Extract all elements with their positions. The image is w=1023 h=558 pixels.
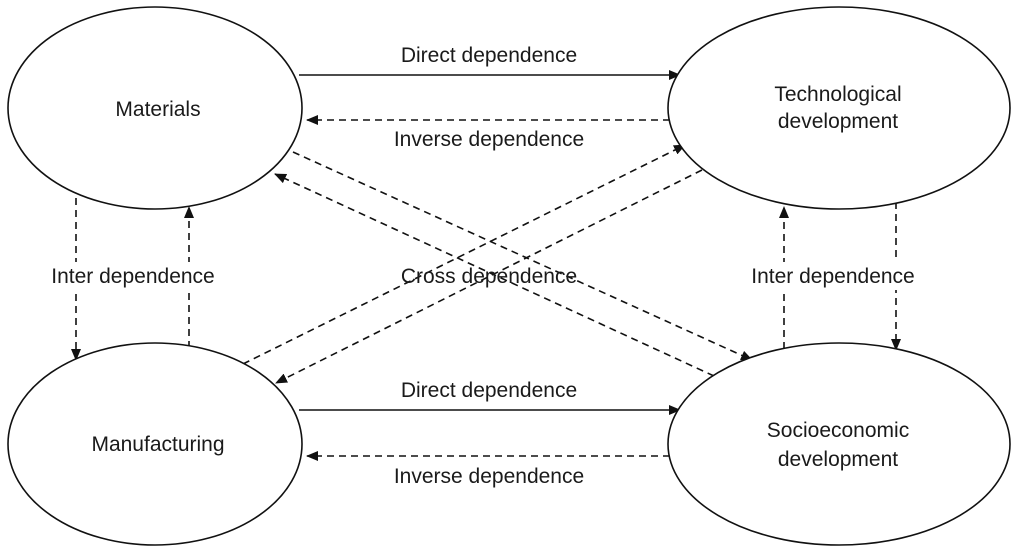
- node-socioeconomic-label-line2: development: [778, 448, 898, 471]
- cross-arrow-manufacturing-to-technological: [242, 144, 686, 365]
- cross-arrow-technological-to-manufacturing: [275, 169, 703, 384]
- cross-dependence-arrows: [242, 144, 753, 384]
- cross-arrow-materials-to-socioeconomic: [292, 151, 753, 361]
- node-socioeconomic-development: Socioeconomic development: [667, 342, 1011, 546]
- label-inverse-top: Inverse dependence: [394, 128, 584, 151]
- cross-arrow-socioeconomic-to-materials: [274, 173, 715, 377]
- node-technological-label-line2: development: [778, 110, 898, 133]
- node-manufacturing-label: Manufacturing: [91, 433, 224, 456]
- label-inter-right: Inter dependence: [751, 265, 914, 288]
- horizontal-arrows: [299, 70, 681, 461]
- edge-labels: Direct dependence Inverse dependence Dir…: [40, 44, 926, 488]
- label-direct-top: Direct dependence: [401, 44, 577, 67]
- label-direct-bottom: Direct dependence: [401, 379, 577, 402]
- node-materials: Materials: [7, 6, 303, 210]
- node-technological-label-line1: Technological: [774, 83, 901, 106]
- label-cross: Cross dependence: [401, 265, 577, 288]
- node-manufacturing: Manufacturing: [7, 342, 303, 546]
- label-inter-left: Inter dependence: [51, 265, 214, 288]
- label-inverse-bottom: Inverse dependence: [394, 465, 584, 488]
- node-materials-label: Materials: [115, 98, 200, 121]
- node-socioeconomic-label-line1: Socioeconomic: [767, 419, 909, 442]
- node-technological-development: Technological development: [667, 6, 1011, 210]
